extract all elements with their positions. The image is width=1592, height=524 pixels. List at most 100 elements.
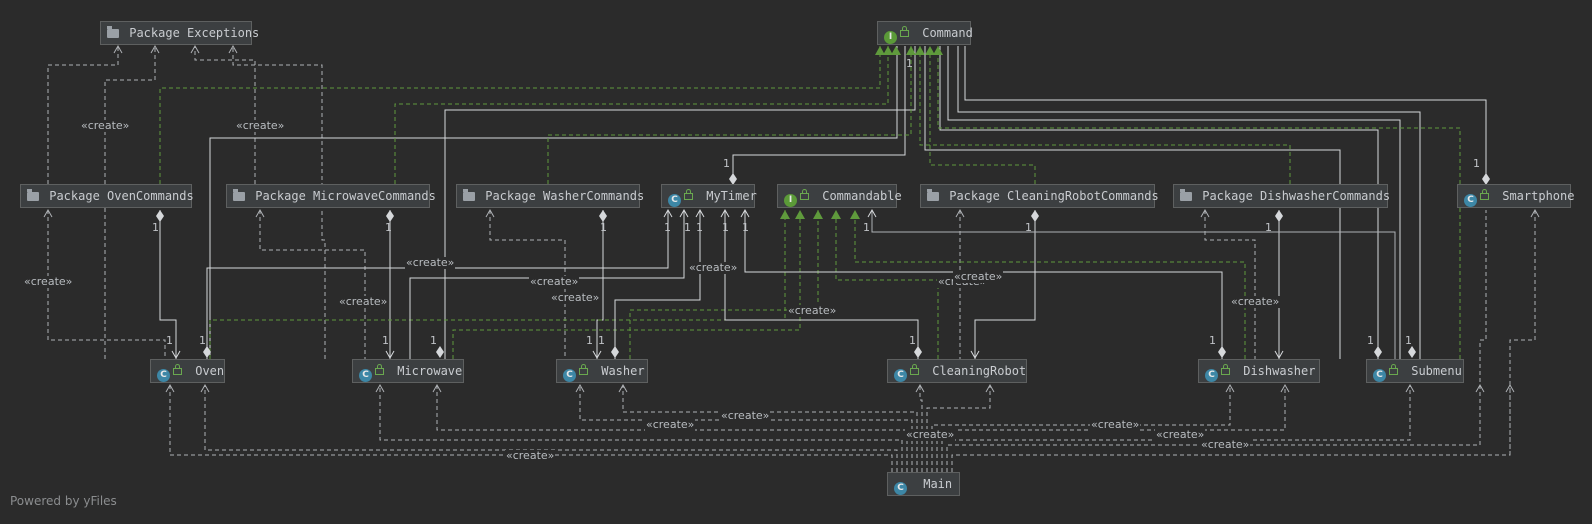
node-package-exceptions[interactable]: Package Exceptions [100, 21, 259, 45]
composition-diamond [1408, 346, 1416, 358]
multiplicity-label: 1 [586, 334, 593, 347]
composition-diamond [386, 210, 394, 222]
main-class-icon: C [894, 482, 907, 495]
dependency-arrowhead [171, 350, 181, 360]
node-washer[interactable]: C Washer [556, 359, 648, 383]
dependency-edge [931, 386, 1231, 472]
dependency-edge [946, 386, 1481, 472]
node-package-dishwashercommands[interactable]: Package DishwasherCommands [1173, 184, 1390, 208]
node-package-microwavecommands[interactable]: Package MicrowaveCommands [226, 184, 436, 208]
dependency-arrowhead [695, 208, 705, 218]
package-icon [463, 189, 475, 201]
multiplicity-label: 1 [1265, 221, 1272, 234]
node-label: Dishwasher [1243, 364, 1316, 378]
realization-arrowhead [891, 46, 901, 55]
dependency-arrowhead [720, 208, 730, 218]
node-commandable[interactable]: I Commandable [777, 184, 902, 208]
create-label: «create» [505, 449, 556, 462]
dependency-edge [194, 46, 256, 184]
dependency-arrowhead [1530, 208, 1540, 218]
multiplicity-label: 1 [600, 221, 607, 234]
class-icon: C [359, 369, 372, 382]
node-smartphone[interactable]: C Smartphone [1457, 184, 1575, 208]
dependency-arrowhead [985, 383, 995, 393]
multiplicity-label: 1 [1473, 157, 1480, 170]
node-package-cleaningrobotcommands[interactable]: Package CleaningRobotCommands [920, 184, 1159, 208]
public-lock-icon [900, 26, 909, 37]
dependency-arrowhead [1405, 383, 1415, 393]
multiplicity-label: 1 [385, 221, 392, 234]
node-oven[interactable]: C Oven [150, 359, 225, 383]
node-label: Command [922, 26, 973, 40]
node-label: Commandable [822, 189, 902, 203]
node-main[interactable]: C Main [887, 472, 960, 496]
multiplicity-label: 1 [696, 221, 703, 234]
realization-edge [629, 210, 819, 359]
node-microwave[interactable]: C Microwave [352, 359, 464, 383]
realization-edge [159, 46, 881, 184]
composition-diamond [436, 346, 444, 358]
node-dishwasher[interactable]: C Dishwasher [1198, 359, 1320, 383]
realization-edge [854, 210, 1246, 359]
node-cleaningrobot[interactable]: C CleaningRobot [887, 359, 1027, 383]
realization-edge [835, 210, 939, 359]
realization-arrowhead [925, 46, 935, 55]
realization-edge [937, 46, 1461, 359]
create-label: «create» [405, 256, 456, 269]
composition-diamond [156, 210, 164, 222]
realization-arrowhead [831, 210, 841, 219]
dependency-arrowhead [970, 350, 980, 360]
association-edge [964, 46, 1487, 184]
create-label: «create» [787, 304, 838, 317]
dependency-arrowhead [113, 44, 123, 54]
class-icon: C [157, 369, 170, 382]
composition-diamond [599, 210, 607, 222]
dependency-arrowhead [1200, 208, 1210, 218]
realization-edge [929, 46, 1036, 184]
composition-diamond [914, 346, 922, 358]
create-label: «create» [720, 409, 771, 422]
dependency-arrowhead [385, 350, 395, 360]
dependency-edge [1204, 210, 1256, 359]
public-lock-icon [1480, 189, 1489, 200]
composition-diamond [1031, 210, 1039, 222]
node-label: Package Exceptions [129, 26, 260, 40]
package-icon [1180, 189, 1192, 201]
node-mytimer[interactable]: C MyTimer [661, 184, 757, 208]
multiplicity-label: 1 [722, 221, 729, 234]
node-package-washercommands[interactable]: Package WasherCommands [456, 184, 644, 208]
realization-edge [209, 210, 786, 359]
node-package-ovencommands[interactable]: Package OvenCommands [20, 184, 194, 208]
realization-arrowhead [915, 46, 925, 55]
dependency-arrowhead [165, 383, 175, 393]
composition-diamond [203, 346, 211, 358]
dependency-edge [579, 386, 913, 472]
realization-arrowhead [906, 46, 916, 55]
node-label: Oven [195, 364, 225, 378]
create-label: «create» [80, 119, 131, 132]
dependency-arrowhead [618, 383, 628, 393]
create-label: «create» [905, 428, 956, 441]
association-edge [159, 210, 177, 359]
create-label: «create» [953, 270, 1004, 283]
dependency-edge [47, 46, 119, 184]
create-label: «create» [1155, 428, 1206, 441]
node-label: Smartphone [1502, 189, 1575, 203]
create-label: «create» [688, 261, 739, 274]
association-edge [974, 210, 1036, 359]
node-command[interactable]: I Command [877, 21, 973, 45]
composition-diamond [1218, 346, 1226, 358]
realization-arrowhead [795, 210, 805, 219]
multiplicity-label: 1 [863, 221, 870, 234]
package-icon [27, 189, 39, 201]
dependency-edge [951, 386, 1511, 472]
node-label: Washer [601, 364, 645, 378]
node-submenu[interactable]: C Submenu [1366, 359, 1464, 383]
multiplicity-label: 1 [430, 334, 437, 347]
create-label: «create» [338, 295, 389, 308]
node-label: Package CleaningRobotCommands [949, 189, 1159, 203]
dependency-arrowhead [150, 44, 160, 54]
node-label: CleaningRobot [932, 364, 1027, 378]
package-icon [107, 26, 119, 38]
